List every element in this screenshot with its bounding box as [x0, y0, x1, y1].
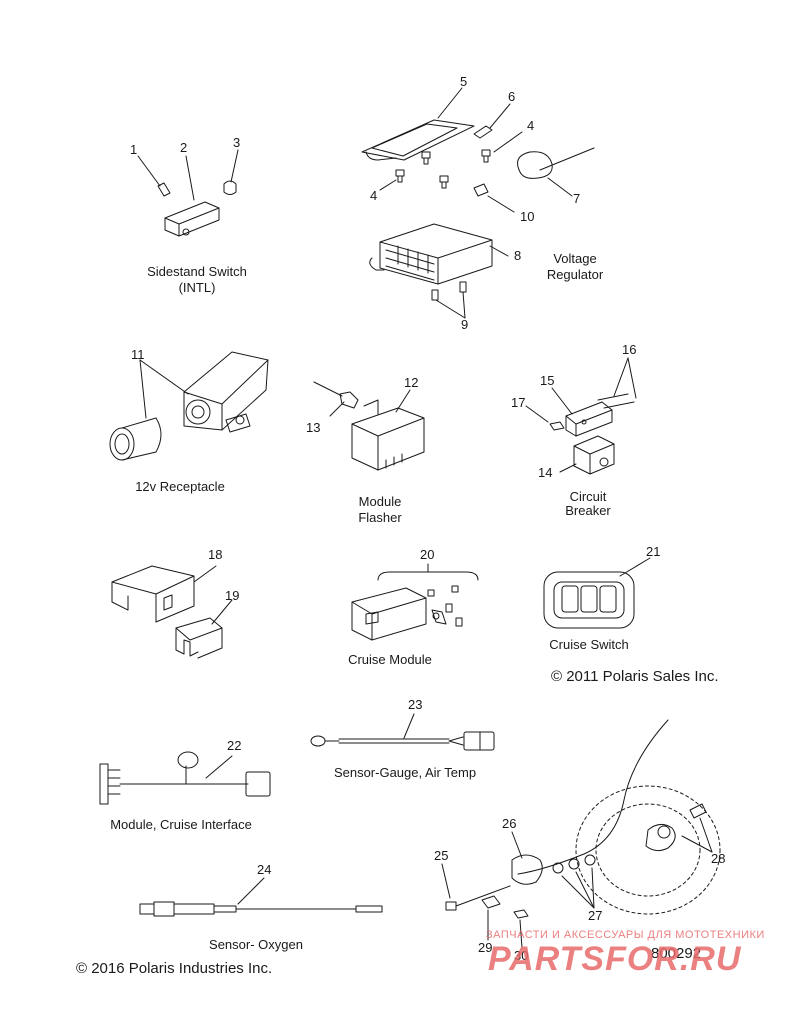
label-sensor-gauge-air-temp: Sensor-Gauge, Air Temp — [333, 765, 477, 780]
sidestand-switch-drawing — [137, 149, 239, 237]
label-sidestand-switch-intl: (INTL) — [178, 280, 216, 295]
callout-25: 25 — [434, 848, 449, 863]
cruise-module-drawing — [351, 563, 479, 641]
watermark-logo: PARTSFOR.RU — [488, 940, 742, 978]
callout-1: 1 — [130, 142, 138, 157]
label-module-cruise-interface: Module, Cruise Interface — [110, 817, 252, 832]
label-12v-receptacle: 12v Receptacle — [135, 479, 225, 494]
label-module: Module — [358, 494, 402, 509]
label-cruise-module: Cruise Module — [348, 652, 432, 667]
callout-29: 29 — [478, 940, 493, 955]
speed-sensor-drawing — [441, 719, 721, 949]
callout-28: 28 — [711, 851, 726, 866]
callout-27: 27 — [588, 908, 603, 923]
label-cruise-switch: Cruise Switch — [549, 637, 629, 652]
cruise-interface-drawing — [99, 751, 271, 805]
callout-8: 8 — [514, 248, 522, 263]
callout-23: 23 — [408, 697, 423, 712]
callout-14: 14 — [538, 465, 553, 480]
sensor-gauge-drawing — [310, 713, 495, 751]
callout-12: 12 — [404, 375, 419, 390]
receptacle-drawing — [109, 351, 269, 461]
label-breaker: Breaker — [565, 503, 611, 518]
callout-18: 18 — [208, 547, 223, 562]
label-flasher: Flasher — [358, 510, 402, 525]
flasher-drawing — [313, 381, 425, 471]
callout-30: 30 — [514, 948, 529, 963]
label-sidestand-switch: Sidestand Switch — [147, 264, 247, 279]
callout-13: 13 — [306, 420, 321, 435]
callout-21: 21 — [646, 544, 661, 559]
callout-4-second: 4 — [370, 188, 378, 203]
callout-17: 17 — [511, 395, 526, 410]
copyright-2011: © 2011 Polaris Sales Inc. — [551, 668, 719, 685]
callout-9: 9 — [461, 317, 469, 332]
callout-6: 6 — [508, 89, 516, 104]
label-sensor-oxygen: Sensor- Oxygen — [209, 937, 303, 952]
callout-2: 2 — [180, 140, 188, 155]
callout-5: 5 — [460, 74, 468, 89]
circuit-breaker-drawing — [525, 357, 637, 475]
label-regulator: Regulator — [546, 267, 604, 282]
callout-26: 26 — [502, 816, 517, 831]
callout-15: 15 — [540, 373, 555, 388]
callout-16: 16 — [622, 342, 637, 357]
copyright-2016: © 2016 Polaris Industries Inc. — [76, 960, 273, 977]
watermark-tagline: ЗАПЧАСТИ И АКСЕССУАРЫ ДЛЯ МОТОТЕХНИКИ — [486, 929, 765, 941]
callout-10: 10 — [520, 209, 535, 224]
callout-19: 19 — [225, 588, 240, 603]
part-18-19-drawing — [111, 565, 233, 659]
callout-11: 11 — [131, 347, 145, 362]
callout-22: 22 — [227, 738, 242, 753]
oxygen-sensor-drawing — [139, 877, 383, 917]
cruise-switch-drawing — [543, 557, 651, 629]
label-voltage: Voltage — [553, 251, 597, 266]
label-circuit: Circuit — [569, 489, 607, 504]
voltage-regulator-drawing — [361, 87, 595, 319]
callout-4: 4 — [527, 118, 535, 133]
document-number: 800292 — [651, 945, 702, 962]
callout-20: 20 — [420, 547, 435, 562]
callout-3: 3 — [233, 135, 241, 150]
callout-7: 7 — [573, 191, 581, 206]
callout-24: 24 — [257, 862, 272, 877]
